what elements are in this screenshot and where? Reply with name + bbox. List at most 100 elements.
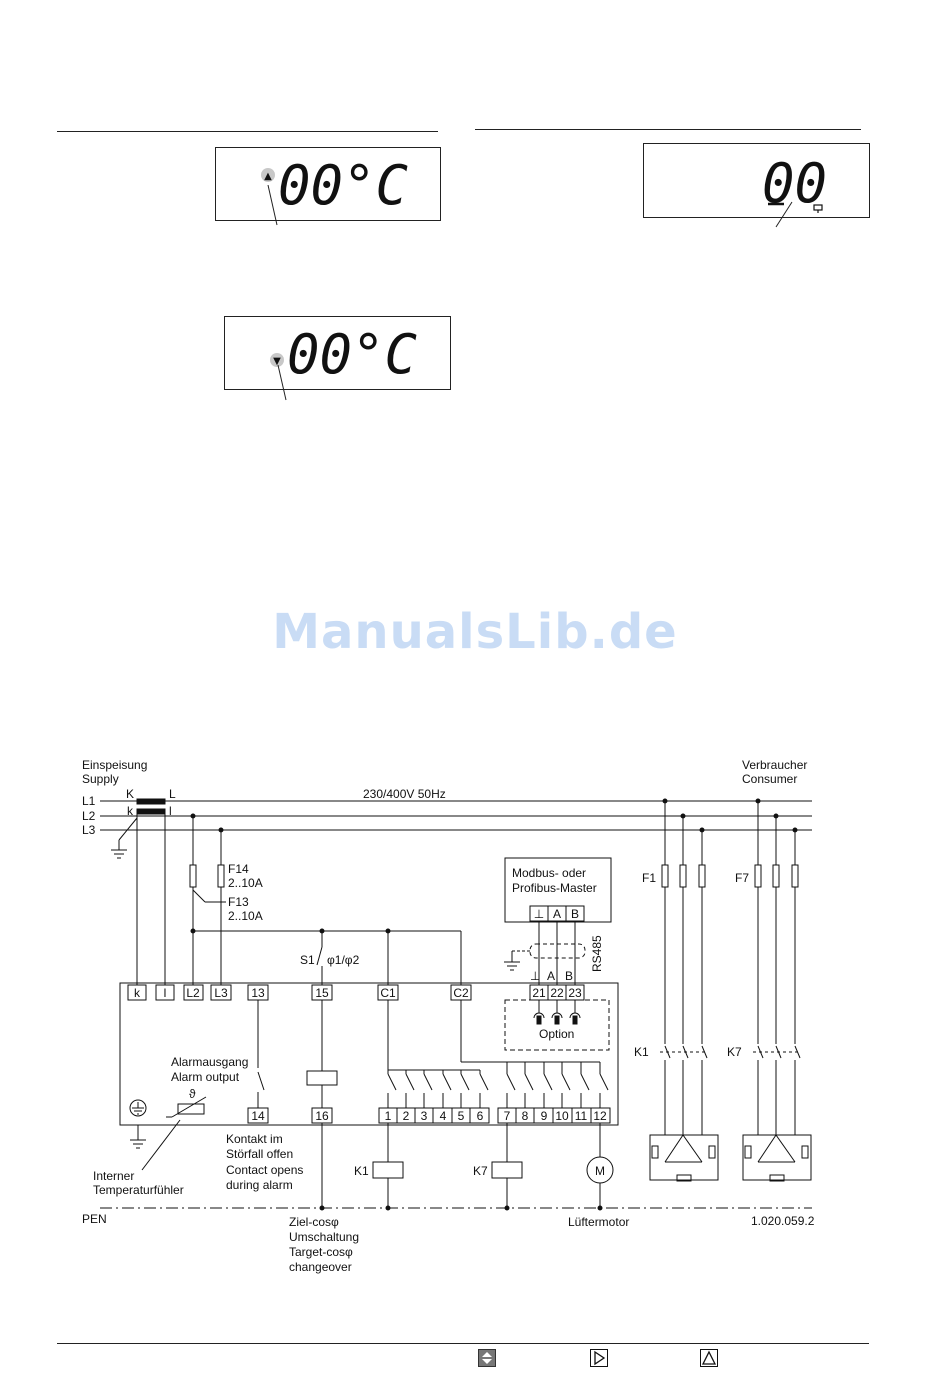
master-label-1: Modbus- oder bbox=[512, 866, 586, 880]
terminal-1: 1 bbox=[385, 1109, 392, 1123]
header-rule-right bbox=[475, 129, 861, 130]
lcd-down-art: ▼ 00°C bbox=[270, 323, 417, 386]
lcd-relay-art: 00 bbox=[762, 152, 827, 215]
terminal-13: 13 bbox=[251, 986, 265, 1000]
ct-label-k: k bbox=[127, 804, 134, 818]
contact-bank-c2 bbox=[460, 1000, 609, 1108]
terminal-22: 22 bbox=[550, 986, 564, 1000]
phase-label-l3: L3 bbox=[82, 823, 96, 837]
play-triangle-icon bbox=[590, 1349, 608, 1367]
lcd-down-value: 00°C bbox=[287, 323, 417, 386]
f13-range: 2..10A bbox=[228, 909, 263, 923]
terminal-3: 3 bbox=[421, 1109, 428, 1123]
f1-label: F1 bbox=[642, 871, 656, 885]
controller-housing bbox=[119, 982, 619, 1126]
f14-range: 2..10A bbox=[228, 876, 263, 890]
target-label-3: Target-cosφ bbox=[289, 1245, 353, 1259]
ct-label-l: l bbox=[169, 804, 172, 818]
terminal-C2: C2 bbox=[453, 986, 469, 1000]
contact-label-4: during alarm bbox=[226, 1178, 293, 1192]
capacitor-branch-7: F7 K7 bbox=[727, 798, 812, 1182]
terminal-11: 11 bbox=[575, 1109, 588, 1123]
terminal-L2: L2 bbox=[186, 986, 200, 1000]
terminal-12: 12 bbox=[593, 1109, 607, 1123]
up-arrow-indicator-icon bbox=[261, 168, 275, 182]
capacitor-branch-1: F1 K1 bbox=[634, 798, 719, 1182]
terminal-10: 10 bbox=[555, 1109, 569, 1123]
theta-symbol: ϑ bbox=[189, 1087, 196, 1101]
terminal-8: 8 bbox=[522, 1109, 529, 1123]
f14-label: F14 bbox=[228, 862, 249, 876]
warning-triangle-icon bbox=[700, 1349, 718, 1367]
consumer-label-en: Consumer bbox=[742, 772, 797, 786]
f13-label: F13 bbox=[228, 895, 249, 909]
target-label-1: Ziel-cosφ bbox=[289, 1215, 339, 1229]
alarm-label-de: Alarmausgang bbox=[171, 1055, 248, 1069]
temperature-sensor-icon: ϑ bbox=[141, 1087, 207, 1171]
switch-s1: S1 φ1/φ2 bbox=[300, 931, 360, 985]
contact-label-1: Kontakt im bbox=[226, 1132, 283, 1146]
terminal-21: 21 bbox=[532, 986, 546, 1000]
terminal-k: k bbox=[134, 986, 141, 1000]
k1-contact-label: K1 bbox=[634, 1045, 649, 1059]
fan-motor-label: Lüftermotor bbox=[568, 1215, 629, 1229]
alarm-output-contact: Alarmausgang Alarm output bbox=[171, 1000, 265, 1108]
contact-label-2: Störfall offen bbox=[226, 1147, 293, 1161]
lcd-down-pointer bbox=[277, 365, 287, 401]
lcd-up-art: ▲ 00°C bbox=[261, 154, 408, 217]
terminal-C1: C1 bbox=[380, 986, 396, 1000]
down-arrow-glyph: ▼ bbox=[273, 356, 281, 367]
bus-a-label: A bbox=[547, 969, 555, 983]
document-reference: 1.020.059.2 bbox=[751, 1214, 815, 1228]
contact-label-3: Contact opens bbox=[226, 1163, 303, 1177]
lcd-display-down: ▼ 00°C bbox=[224, 316, 451, 390]
lcd-relay-pointer bbox=[775, 201, 793, 228]
bus-gnd-label: ⊥ bbox=[530, 969, 540, 983]
terminal-5: 5 bbox=[458, 1109, 465, 1123]
supply-label-de: Einspeisung bbox=[82, 758, 147, 772]
phase-label-l2: L2 bbox=[82, 809, 96, 823]
voltage-label: 230/400V 50Hz bbox=[363, 787, 446, 801]
master-term-a: A bbox=[553, 907, 561, 921]
down-arrow-indicator-icon bbox=[270, 353, 284, 367]
terminal-2: 2 bbox=[403, 1109, 410, 1123]
master-label-2: Profibus-Master bbox=[512, 881, 597, 895]
rs485-label: RS485 bbox=[590, 935, 604, 972]
relay-icon bbox=[813, 204, 823, 213]
current-transformer: K L k l bbox=[111, 787, 176, 985]
phase-label-l1: L1 bbox=[82, 794, 96, 808]
k1-coil-label: K1 bbox=[354, 1164, 369, 1178]
footer-rule bbox=[57, 1343, 869, 1344]
ct-label-L: L bbox=[169, 787, 176, 801]
terminal-l: l bbox=[164, 986, 167, 1000]
watermark: ManualsLib.de bbox=[272, 604, 678, 660]
contact-bank-c1 bbox=[387, 1000, 489, 1108]
terminal-7: 7 bbox=[504, 1109, 511, 1123]
sensor-label-2: Temperaturfühler bbox=[93, 1183, 184, 1197]
master-term-b: B bbox=[571, 907, 579, 921]
consumer-label-de: Verbraucher bbox=[742, 758, 807, 772]
terminal-row-top: k l L2 L3 13 15 C1 C2 21 22 23 bbox=[127, 984, 585, 1001]
k7-coil-label: K7 bbox=[473, 1164, 488, 1178]
lcd-display-relay: 00 bbox=[643, 143, 870, 218]
terminal-L3: L3 bbox=[214, 986, 228, 1000]
internal-relay-coil bbox=[306, 1070, 338, 1086]
target-label-4: changeover bbox=[289, 1260, 352, 1274]
k7-contact-label: K7 bbox=[727, 1045, 742, 1059]
terminal-4: 4 bbox=[440, 1109, 447, 1123]
option-module: Option bbox=[504, 999, 610, 1051]
bus-b-label: B bbox=[565, 969, 573, 983]
lcd-display-up: ▲ 00°C bbox=[215, 147, 441, 221]
terminal-23: 23 bbox=[568, 986, 582, 1000]
lcd-up-pointer bbox=[267, 185, 278, 226]
fuse-f14-f13: F14 2..10A F13 2..10A bbox=[189, 813, 263, 985]
terminal-15: 15 bbox=[315, 986, 329, 1000]
terminal-16: 16 bbox=[315, 1109, 329, 1123]
pen-label: PEN bbox=[82, 1212, 107, 1226]
s1-label: S1 bbox=[300, 953, 315, 967]
lcd-up-value: 00°C bbox=[278, 154, 408, 217]
up-down-arrows-icon bbox=[478, 1349, 496, 1367]
terminal-row-bottom: 14 16 1 2 3 4 5 6 7 8 9 10 11 12 bbox=[247, 1107, 611, 1124]
option-label: Option bbox=[539, 1027, 574, 1041]
master-term-gnd: ⊥ bbox=[534, 907, 544, 921]
